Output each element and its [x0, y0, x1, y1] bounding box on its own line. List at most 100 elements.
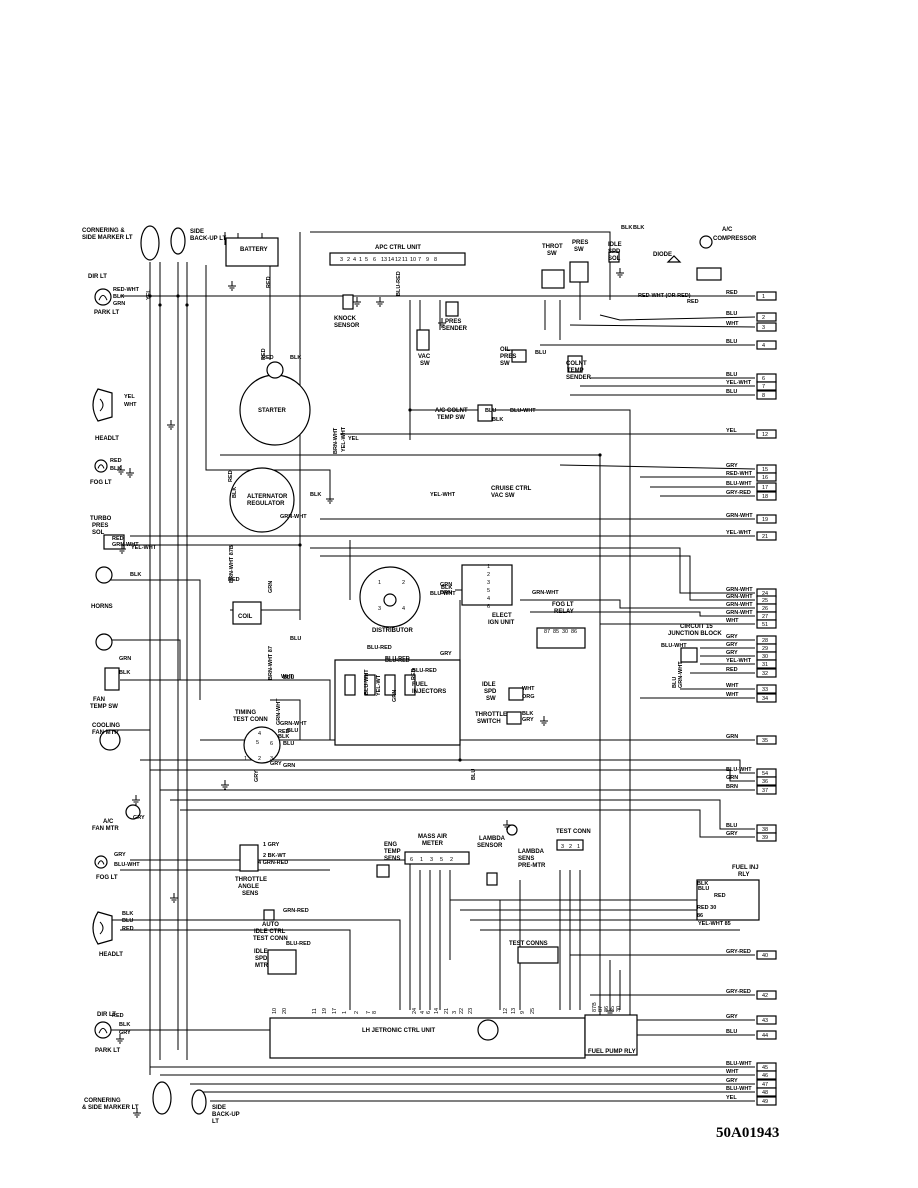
ac-compressor-clutch-icon: [699, 235, 713, 249]
connector-terminal: [756, 990, 777, 1000]
connector-number: 12: [762, 432, 768, 438]
connector-number: 45: [762, 1065, 768, 1071]
connector-number: 17: [762, 485, 768, 491]
ignition-coil-symbol: [232, 601, 262, 625]
component-label: VAC SW: [491, 493, 515, 499]
connector-number: 27: [762, 614, 768, 620]
component-label: CRUISE CTRL: [491, 486, 532, 492]
component-label: TEMP: [384, 849, 401, 855]
wire-color-label: BRN-WHT: [333, 427, 339, 454]
component-label: DIODE: [653, 252, 672, 258]
component-label: COMPRESSOR: [713, 236, 757, 242]
component-label: SOL: [92, 530, 105, 536]
wire-color-label: 1 GRY: [263, 842, 280, 848]
connector-number: 4: [762, 343, 765, 349]
wire-color-label: BLK: [522, 711, 533, 717]
connector-number: 19: [762, 517, 768, 523]
ac-compressor-symbol: [696, 267, 722, 281]
fog-lamp-icon: [94, 459, 108, 473]
wire-color-label: RED: [112, 536, 124, 542]
maf-pin-number: 5: [440, 857, 443, 863]
connector-terminal: [756, 291, 777, 301]
ground-icon: [540, 716, 548, 726]
wire: [110, 579, 201, 700]
wire-color-label: GRY: [270, 761, 282, 767]
lh-pin-number: 1: [342, 1011, 348, 1014]
side-backup-lamp-icon: [191, 1089, 207, 1115]
wire-color-label: BLU-RED: [385, 658, 410, 664]
component-label: FUEL INJ: [732, 865, 759, 871]
connector-wire-label: GRY-RED: [726, 949, 751, 955]
component-label: FOG LT: [90, 480, 112, 486]
wire-color-label: BLK: [441, 585, 452, 591]
wire-color-label: BRN-WHT 87B: [229, 545, 235, 583]
ground-icon: [118, 544, 126, 554]
connector-wire-label: GRN: [726, 775, 738, 781]
component-label: FOG LT: [96, 875, 118, 881]
wire-color-label: BLU: [485, 408, 496, 414]
wire-color-label: BLK: [119, 1022, 130, 1028]
wire-color-label: BLU-WHT: [430, 591, 456, 597]
component-label: PRES: [92, 523, 108, 529]
wire-color-label: GRY: [119, 1030, 131, 1036]
ground-icon: [126, 468, 134, 478]
fog-relay-pin-number: 86: [571, 629, 577, 635]
connector-terminal: [756, 1030, 777, 1040]
wire-color-label: RED: [110, 458, 122, 464]
wire-color-label: BLU: [290, 636, 301, 642]
throttle-sw-symbol: [541, 269, 565, 289]
component-label: SENS: [518, 856, 534, 862]
timing-pin-number: 5: [256, 740, 259, 746]
fuel-pump-pin-number: 87: [598, 1006, 604, 1012]
component-label: MASS AIR: [418, 834, 448, 840]
maf-pin-number: 2: [450, 857, 453, 863]
connector-terminal: [756, 1087, 777, 1097]
wire-color-label: BLK: [119, 670, 130, 676]
lh-pin-number: 23: [468, 1008, 474, 1014]
wire-color-label: BLU-RED: [385, 656, 410, 662]
ground-icon: [167, 420, 175, 430]
connector-wire-label: WHT: [726, 683, 739, 689]
component-label: A/C: [103, 819, 114, 825]
throttle-angle-sensor-symbol: [239, 844, 259, 872]
wire-color-label: RED: [714, 893, 726, 899]
maf-pin-number: 1: [420, 857, 423, 863]
connector-terminal: [756, 482, 777, 492]
lh-pin-number: 11: [312, 1008, 318, 1014]
lh-pin-number: 24: [412, 1008, 418, 1014]
fuel-injector-icon: [344, 674, 356, 696]
diagram-id: 50A01943: [716, 1125, 780, 1141]
component-label: THROT: [542, 244, 563, 250]
connector-number: 47: [762, 1082, 768, 1088]
wire-color-label: BLU-WHT: [661, 643, 687, 649]
connector-wire-label: GRY: [726, 634, 738, 640]
fog-relay-pin-number: 87: [544, 629, 550, 635]
connector-wire-label: RED: [726, 290, 738, 296]
connector-terminal: [756, 373, 777, 383]
wire-color-label: RED-WHT (OR RED): [638, 293, 691, 299]
connector-wire-label: BLU: [726, 389, 737, 395]
junction-dot: [148, 294, 152, 298]
fuel-injector-icon: [404, 674, 416, 696]
connector-terminal: [756, 491, 777, 501]
distributor-pin-number: 1: [378, 580, 381, 586]
wire-color-label: RED: [411, 668, 417, 680]
connector-number: 34: [762, 696, 768, 702]
wire: [320, 555, 755, 601]
connector-wire-label: YEL-WHT: [726, 658, 752, 664]
wire: [520, 599, 755, 609]
junction-dot: [458, 758, 462, 762]
connector-terminal: [756, 381, 777, 391]
wire-color-label: GRN-RED: [283, 908, 309, 914]
wire-color-label: YEL-WHT: [131, 545, 157, 551]
connector-number: 25: [762, 598, 768, 604]
component-label: SW: [547, 251, 557, 257]
component-label: SIDE: [212, 1105, 226, 1111]
headlamp-icon: [92, 388, 113, 422]
knock-sensor-symbol: [342, 294, 354, 310]
timing-pin-number: 2: [258, 756, 261, 762]
connector-terminal: [756, 684, 777, 694]
starter-solenoid-symbol: [266, 361, 284, 379]
lh-pin-number: 17: [332, 1008, 338, 1014]
lh-pin-number: 13: [511, 1008, 517, 1014]
